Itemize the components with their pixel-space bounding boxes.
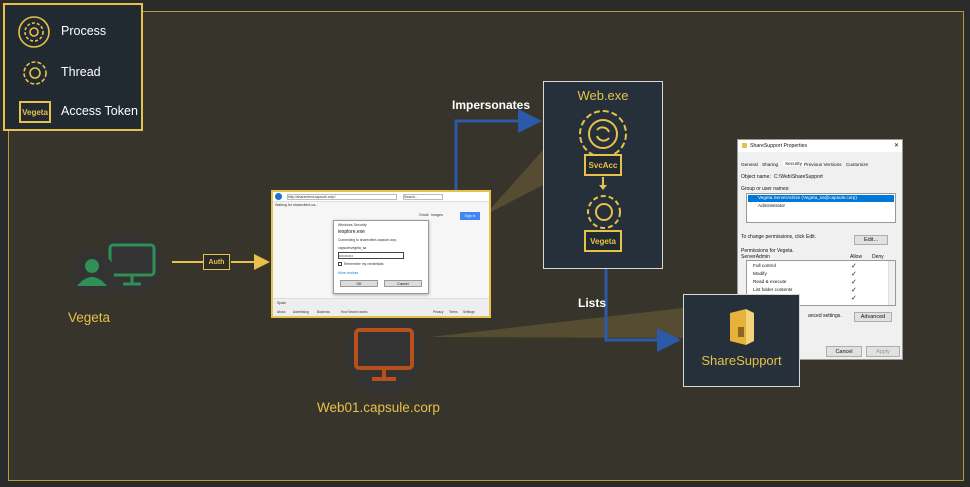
signin-button[interactable]: Sign in bbox=[460, 212, 480, 220]
svcacc-token: SvcAcc bbox=[584, 154, 622, 176]
server-label: Web01.capsule.corp bbox=[317, 400, 440, 415]
address-bar[interactable]: http://shareclient.capsule.corp/ bbox=[287, 194, 397, 200]
close-icon[interactable]: ✕ bbox=[894, 143, 900, 149]
vegeta-token: Vegeta bbox=[584, 230, 622, 252]
props-title: ShareSupport Properties bbox=[750, 143, 808, 149]
tab-previous-versions[interactable]: Previous Versions bbox=[804, 162, 842, 167]
auth-label: Auth bbox=[203, 254, 230, 270]
check-icon: ✓ bbox=[851, 295, 857, 302]
dialog-title: Windows Security bbox=[338, 223, 367, 227]
dialog-cancel-button[interactable]: Cancel bbox=[384, 280, 422, 287]
attacker-workstation-icon bbox=[70, 233, 162, 295]
lists-arrow bbox=[604, 268, 681, 352]
link-gmail[interactable]: Gmail bbox=[419, 213, 429, 217]
link-images[interactable]: Images bbox=[431, 213, 443, 217]
legend-thread-label: Thread bbox=[61, 65, 101, 79]
tab-general[interactable]: General bbox=[741, 162, 758, 167]
perm-row: List folder contents bbox=[753, 287, 793, 292]
allow-header: Allow bbox=[850, 254, 862, 260]
browser-search[interactable]: Search... bbox=[403, 194, 443, 200]
browser-toolbar: http://shareclient.capsule.corp/ Search.… bbox=[273, 192, 489, 202]
browser-footer: Spain About Advertising Business How Sea… bbox=[273, 298, 489, 316]
webexe-process-icon bbox=[579, 110, 627, 158]
more-choices-link[interactable]: More choices bbox=[338, 271, 359, 275]
browser-tab[interactable]: Waiting for shareclient.ca... bbox=[275, 203, 319, 207]
apply-button[interactable]: Apply bbox=[866, 346, 900, 357]
perm-for-user: ServerAdmin bbox=[741, 254, 770, 260]
scrollbar[interactable] bbox=[888, 261, 895, 305]
dialog-app: iexplore.exe bbox=[338, 229, 365, 235]
dialog-password-field[interactable]: •••••••••• bbox=[338, 252, 404, 259]
footer-about[interactable]: About bbox=[277, 310, 286, 314]
user-row-selected[interactable]: Vegeta.ServerAdmin (Vegeta_sa@capsule.co… bbox=[748, 195, 894, 202]
cancel-button[interactable]: Cancel bbox=[826, 346, 862, 357]
tab-security[interactable]: Security bbox=[783, 161, 804, 166]
remember-checkbox[interactable] bbox=[338, 262, 342, 266]
props-titlebar: ShareSupport Properties ✕ bbox=[738, 140, 902, 152]
lists-label: Lists bbox=[578, 296, 607, 310]
legend-token-box: Vegeta bbox=[19, 101, 51, 123]
check-icon: ✓ bbox=[851, 263, 857, 270]
change-text: To change permissions, click Edit. bbox=[741, 234, 817, 240]
group-label: Group or user names: bbox=[741, 186, 790, 192]
zoom-glow-browser bbox=[485, 150, 543, 215]
token-flow-arrow bbox=[599, 177, 607, 190]
advanced-text: anced settings. bbox=[808, 313, 842, 319]
perm-row: Modify bbox=[753, 271, 767, 276]
deny-header: Deny bbox=[872, 254, 884, 260]
zoom-glow-share bbox=[430, 308, 683, 338]
dialog-message: Connecting to shareclient.capsule.corp. bbox=[338, 238, 398, 242]
thread-gear-icon bbox=[587, 195, 621, 229]
remember-label: Remember my credentials bbox=[344, 262, 384, 266]
webexe-process-box: Web.exe SvcAcc Vegeta bbox=[543, 81, 663, 269]
dialog-user: capsule\vegeta_sa bbox=[338, 246, 367, 250]
check-icon: ✓ bbox=[851, 271, 857, 278]
folder-small-icon bbox=[742, 143, 747, 148]
back-icon[interactable] bbox=[275, 193, 282, 200]
perm-row: Full control bbox=[753, 263, 776, 268]
object-name-value: C:\Web\ShareSupport bbox=[774, 174, 823, 180]
process-icon bbox=[18, 16, 50, 48]
edit-button[interactable]: Edit... bbox=[854, 235, 888, 245]
tab-customize[interactable]: Customize bbox=[846, 162, 869, 167]
legend-token-label: Access Token bbox=[61, 104, 138, 118]
footer-how-search[interactable]: How Search works bbox=[341, 310, 368, 314]
footer-settings[interactable]: Settings bbox=[463, 310, 475, 314]
webexe-title: Web.exe bbox=[577, 88, 629, 103]
impersonates-label: Impersonates bbox=[452, 98, 531, 112]
footer-terms[interactable]: Terms bbox=[449, 310, 458, 314]
object-name-label: Object name: bbox=[741, 174, 771, 180]
share-label: ShareSupport bbox=[701, 353, 782, 368]
users-list[interactable]: Vegeta.ServerAdmin (Vegeta_sa@capsule.co… bbox=[746, 193, 896, 223]
tab-sharing[interactable]: Sharing bbox=[762, 162, 779, 167]
legend-process-label: Process bbox=[61, 24, 107, 38]
credentials-dialog: Windows Security iexplore.exe Connecting… bbox=[333, 220, 429, 294]
footer-country: Spain bbox=[277, 301, 287, 305]
impersonates-arrow bbox=[454, 109, 542, 190]
check-icon: ✓ bbox=[851, 279, 857, 286]
advanced-button[interactable]: Advanced bbox=[854, 312, 892, 322]
footer-advertising[interactable]: Advertising bbox=[293, 310, 309, 314]
user-row[interactable]: Administrator bbox=[758, 203, 786, 208]
share-folder-box: ShareSupport bbox=[683, 294, 800, 387]
footer-privacy[interactable]: Privacy bbox=[433, 310, 444, 314]
dialog-ok-button[interactable]: OK bbox=[340, 280, 378, 287]
legend-panel: Process Thread Vegeta Access Token bbox=[3, 3, 143, 131]
attacker-label: Vegeta bbox=[68, 310, 111, 325]
folder-icon bbox=[730, 309, 754, 345]
browser-screenshot: http://shareclient.capsule.corp/ Search.… bbox=[271, 190, 491, 318]
perm-row: Read & execute bbox=[753, 279, 787, 284]
footer-business[interactable]: Business bbox=[317, 310, 330, 314]
perm-for-label: Permissions for Vegeta. bbox=[741, 248, 794, 254]
thread-icon bbox=[23, 61, 47, 85]
check-icon: ✓ bbox=[851, 287, 857, 294]
server-monitor-icon bbox=[343, 312, 425, 394]
